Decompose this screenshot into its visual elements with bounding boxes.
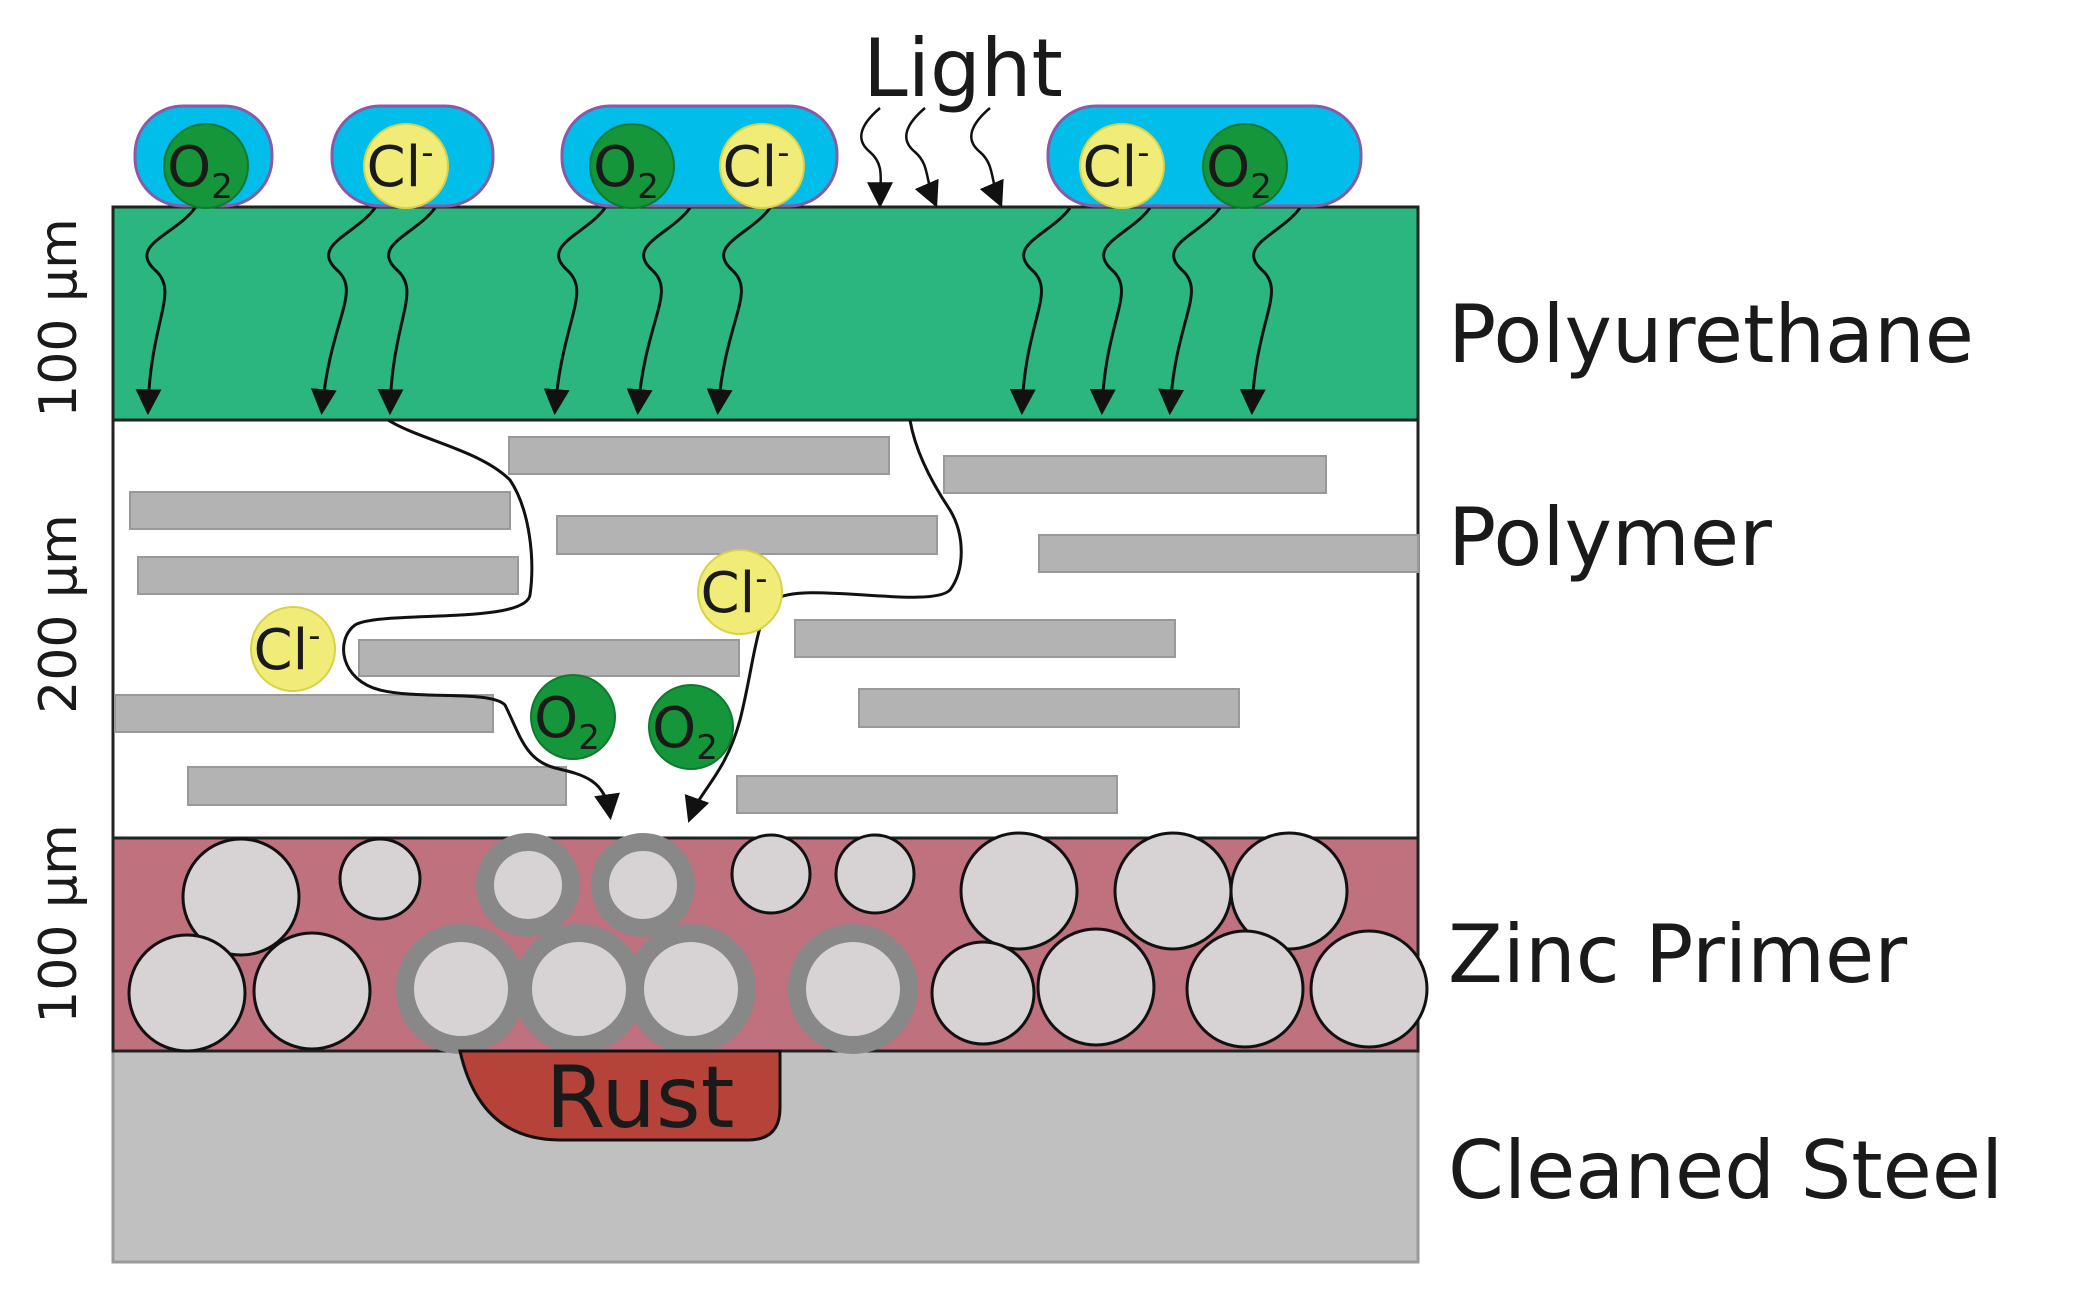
- corroded-zinc-particle: [626, 924, 756, 1054]
- zinc-particle: [338, 837, 422, 921]
- oxygen-formula: O2: [593, 135, 659, 207]
- oxygen-molecule: O2: [530, 674, 616, 760]
- oxygen-circle: [1202, 123, 1288, 209]
- corroded-zinc-particle: [514, 924, 644, 1054]
- chloride-formula: Cl-: [367, 133, 434, 200]
- oxygen-circle: [589, 123, 675, 209]
- oxygen-molecule: O2: [163, 123, 249, 209]
- zinc-particle: [252, 931, 372, 1051]
- diffusion-arrow: [706, 207, 772, 416]
- diffusion-arrows: [135, 207, 1302, 416]
- polymer-flake: [129, 491, 511, 530]
- oxygen-circle: [648, 684, 734, 770]
- oxygen-formula: O2: [534, 686, 600, 758]
- corroded-zinc-particle: [476, 833, 580, 937]
- oxygen-molecule: O2: [1202, 123, 1288, 209]
- chloride-formula: Cl-: [723, 133, 790, 200]
- light-arrow: [970, 107, 1004, 208]
- corroded-zinc-particles: [396, 833, 918, 1054]
- diffusion-arrow: [1009, 207, 1072, 416]
- diffusion-arrow: [1158, 207, 1222, 416]
- diffusion-arrow: [135, 207, 197, 416]
- chloride-formula: Cl-: [254, 616, 321, 683]
- chloride-formula: Cl-: [701, 559, 768, 626]
- zinc-particle: [1185, 929, 1305, 1049]
- crack-path: [684, 419, 963, 823]
- polymer-flake: [137, 556, 519, 595]
- polymer-flake: [358, 639, 740, 677]
- zinc-particle: [127, 933, 247, 1053]
- diffusion-arrow: [1239, 207, 1302, 416]
- polymer-flake: [794, 619, 1176, 658]
- polymer-flake: [556, 515, 938, 555]
- chloride-ion: Cl-: [697, 549, 783, 635]
- chloride-circle: [719, 123, 805, 209]
- oxygen-molecule: O2: [648, 684, 734, 770]
- zinc-particle: [730, 833, 812, 915]
- light-arrow: [905, 107, 939, 208]
- steel-label: Cleaned Steel: [1448, 1124, 2003, 1217]
- diffusion-arrow: [377, 207, 437, 416]
- oxygen-formula: O2: [652, 696, 718, 768]
- oxygen-circle: [530, 674, 616, 760]
- polymer-flake: [858, 688, 1240, 728]
- light-arrows: [860, 107, 1004, 209]
- chloride-circle: [1079, 123, 1165, 209]
- light-arrow: [860, 107, 894, 209]
- chloride-ion: Cl-: [363, 123, 449, 209]
- diffusion-arrow: [1089, 207, 1152, 416]
- oxygen-molecule: O2: [589, 123, 675, 209]
- rust-label: Rust: [546, 1048, 735, 1148]
- corroded-zinc-particle: [396, 924, 526, 1054]
- zinc-particle: [1036, 927, 1156, 1047]
- polyurethane-layer: [111, 205, 1420, 422]
- polymer-flake: [943, 455, 1327, 494]
- polymer-flakes: [114, 436, 1419, 814]
- crack-paths: [342, 418, 963, 823]
- zinc-particles: [127, 831, 1429, 1053]
- zinc-particle: [1309, 929, 1429, 1049]
- diffusion-arrow: [543, 207, 607, 416]
- zinc-particle: [181, 837, 301, 957]
- polyurethane-thickness: 100 µm: [29, 218, 89, 418]
- zinc-primer-thickness: 100 µm: [29, 824, 89, 1024]
- zinc-particle: [959, 831, 1079, 951]
- zinc-particle: [1113, 831, 1233, 951]
- oxygen-circle: [163, 123, 249, 209]
- chloride-ion: Cl-: [719, 123, 805, 209]
- chloride-circle: [697, 549, 783, 635]
- polymer-flake: [187, 766, 567, 806]
- corroded-zinc-particle: [788, 924, 918, 1054]
- polymer-flake: [508, 436, 890, 475]
- zinc-primer-label: Zinc Primer: [1448, 908, 1907, 1001]
- chloride-ion: Cl-: [1079, 123, 1165, 209]
- polymer-flake: [736, 775, 1118, 814]
- polymer-thickness: 200 µm: [29, 514, 89, 714]
- chloride-formula: Cl-: [1083, 133, 1150, 200]
- corroded-zinc-particle: [591, 833, 695, 937]
- polyurethane-label: Polyurethane: [1448, 288, 1974, 381]
- diffusion-arrow: [310, 207, 377, 416]
- zinc-particle: [834, 833, 916, 915]
- polymer-flake: [1038, 534, 1419, 573]
- oxygen-formula: O2: [167, 135, 233, 207]
- chloride-circle: [250, 606, 336, 692]
- chloride-circle: [363, 123, 449, 209]
- oxygen-formula: O2: [1206, 135, 1272, 207]
- rust-pit: Rust: [458, 1048, 782, 1148]
- zinc-particle: [930, 940, 1036, 1046]
- light-label: Light: [863, 22, 1063, 115]
- crack-path: [342, 418, 620, 821]
- layer-labels: Polyurethane Polymer Zinc Primer Cleaned…: [1448, 288, 2003, 1217]
- polymer-flake: [114, 694, 494, 733]
- diffusion-arrow: [626, 207, 692, 416]
- chloride-ion: Cl-: [250, 606, 336, 692]
- thickness-labels: 100 µm 200 µm 100 µm: [29, 218, 89, 1024]
- polymer-label: Polymer: [1448, 491, 1772, 584]
